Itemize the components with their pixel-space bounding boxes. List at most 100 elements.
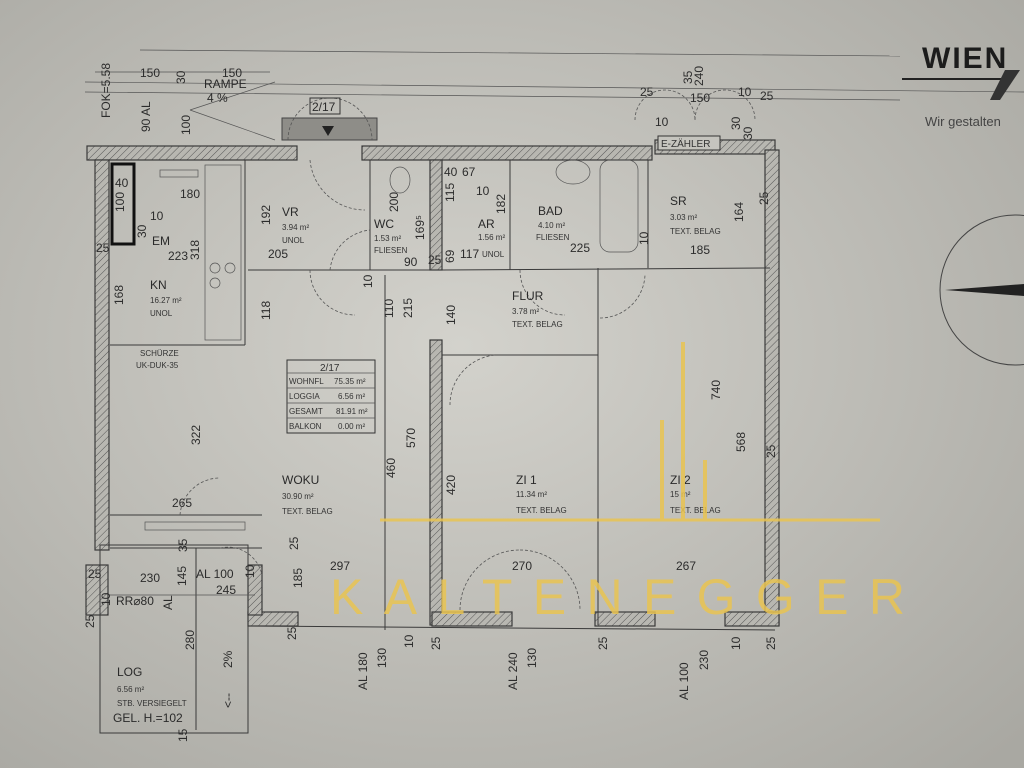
dimension-label: 230 xyxy=(140,571,160,585)
dimension-label: 10 xyxy=(150,209,164,223)
dimension-label: 200 xyxy=(387,192,401,212)
svg-text:3.78 m²: 3.78 m² xyxy=(512,307,539,316)
dimension-label: 245 xyxy=(216,583,236,597)
area-row: LOGGIA 6.56 m² xyxy=(289,392,365,401)
svg-text:ZI 1: ZI 1 xyxy=(516,473,537,487)
dimension-label: 35 xyxy=(176,538,190,552)
svg-text:3.94 m²: 3.94 m² xyxy=(282,223,309,232)
apron-note: SCHÜRZE xyxy=(140,349,179,358)
dimension-label: 192 xyxy=(259,205,273,225)
dimension-label: 185 xyxy=(291,568,305,588)
dimension-label: 740 xyxy=(709,380,723,400)
svg-text:FLIESEN: FLIESEN xyxy=(374,246,408,255)
dimension-label: 25 xyxy=(287,536,301,550)
dimension-label: 25 xyxy=(764,636,778,650)
svg-text:TEXT. BELAG: TEXT. BELAG xyxy=(670,506,721,515)
dimension-label: 240 xyxy=(692,66,706,86)
dimension-label: 130 xyxy=(375,648,389,668)
svg-text:FLUR: FLUR xyxy=(512,289,544,303)
dimension-label: 297 xyxy=(330,559,350,573)
svg-text:KN: KN xyxy=(150,278,167,292)
dimension-label: FOK=5.58 xyxy=(99,63,113,118)
dimension-label: 15 xyxy=(176,728,190,742)
dimension-label: 25 xyxy=(88,567,102,581)
slope-arrow: <-- xyxy=(221,693,235,708)
dimension-label: 150 xyxy=(222,66,242,80)
watermark-text: KALTENEGGER xyxy=(330,569,905,625)
svg-text:TEXT. BELAG: TEXT. BELAG xyxy=(282,507,333,516)
railing-height-note: GEL. H.=102 xyxy=(113,711,183,725)
logo-name: WIEN xyxy=(922,42,1008,75)
svg-text:16.27 m²: 16.27 m² xyxy=(150,296,182,305)
dimension-label: 570 xyxy=(404,428,418,448)
svg-text:WOHNFL: WOHNFL xyxy=(289,377,324,386)
dimension-label: 69 xyxy=(443,249,457,263)
svg-text:75.35 m²: 75.35 m² xyxy=(334,377,366,386)
dimension-label: 185 xyxy=(690,243,710,257)
svg-text:6.56 m²: 6.56 m² xyxy=(338,392,365,401)
dimension-label: AL 100 xyxy=(677,662,691,700)
dimension-label: 10 xyxy=(361,274,375,288)
dimension-label: 25 xyxy=(285,626,299,640)
dimension-label: 10 xyxy=(738,85,752,99)
svg-text:4.10 m²: 4.10 m² xyxy=(538,221,565,230)
dimension-label: 164 xyxy=(732,202,746,222)
dimension-label: 215 xyxy=(401,298,415,318)
svg-text:1.53 m²: 1.53 m² xyxy=(374,234,401,243)
svg-text:ZI 2: ZI 2 xyxy=(670,473,691,487)
meter-label: E-ZÄHLER xyxy=(661,138,710,150)
dimension-label: 150 xyxy=(690,91,710,105)
dimension-label: 168 xyxy=(112,285,126,305)
svg-text:LOGGIA: LOGGIA xyxy=(289,392,320,401)
dimension-label: AL 240 xyxy=(506,652,520,690)
meter-box xyxy=(657,135,721,151)
ramp-slope: 4 % xyxy=(207,91,228,105)
dimension-label: 318 xyxy=(188,240,202,260)
dimension-label: 10 xyxy=(476,184,490,198)
dimension-label: 25 xyxy=(83,614,97,628)
svg-text:AR: AR xyxy=(478,217,495,231)
svg-text:3.03 m²: 3.03 m² xyxy=(670,213,697,222)
dimension-label: 10 xyxy=(243,564,257,578)
dimension-label: 205 xyxy=(268,247,288,261)
dimension-label: 25 xyxy=(596,636,610,650)
svg-text:30.90 m²: 30.90 m² xyxy=(282,492,314,501)
dimension-label: 117 xyxy=(460,247,479,261)
apron-code-note: UK-DUK-35 xyxy=(136,361,179,370)
compass-icon xyxy=(939,214,1024,366)
svg-text:UNOL: UNOL xyxy=(282,236,305,245)
dimension-label: 267 xyxy=(676,559,696,573)
slope-label: 2% xyxy=(221,650,235,668)
dimension-label: 10 xyxy=(402,634,416,648)
logo-tagline: Wir gestalten xyxy=(925,114,1001,129)
dimension-label: 10 xyxy=(655,115,669,129)
svg-text:LOG: LOG xyxy=(117,665,142,679)
dimension-label: 265 xyxy=(172,496,192,510)
dimension-label: 10 xyxy=(729,636,743,650)
dimension-label: 169⁵ xyxy=(413,215,427,240)
dimension-label: 322 xyxy=(189,425,203,445)
dimension-label: 280 xyxy=(183,630,197,650)
dimension-label: 10 xyxy=(99,592,113,606)
dimension-label: 25 xyxy=(757,191,771,205)
svg-text:BALKON: BALKON xyxy=(289,422,322,431)
logo: WIEN Wir gestalten xyxy=(902,42,1020,129)
loggia xyxy=(99,544,255,734)
dimension-label: 25 xyxy=(640,85,654,99)
svg-text:UNOL: UNOL xyxy=(150,309,173,318)
dimension-label: 110 xyxy=(382,299,396,318)
dimension-label: AL 180 xyxy=(356,652,370,690)
dimension-label: 115 xyxy=(443,183,457,202)
svg-text:0.00 m²: 0.00 m² xyxy=(338,422,365,431)
ramp-label: RAMPE xyxy=(204,77,247,91)
dimension-label: 25 xyxy=(764,444,778,458)
dimension-label: 182 xyxy=(494,194,508,214)
